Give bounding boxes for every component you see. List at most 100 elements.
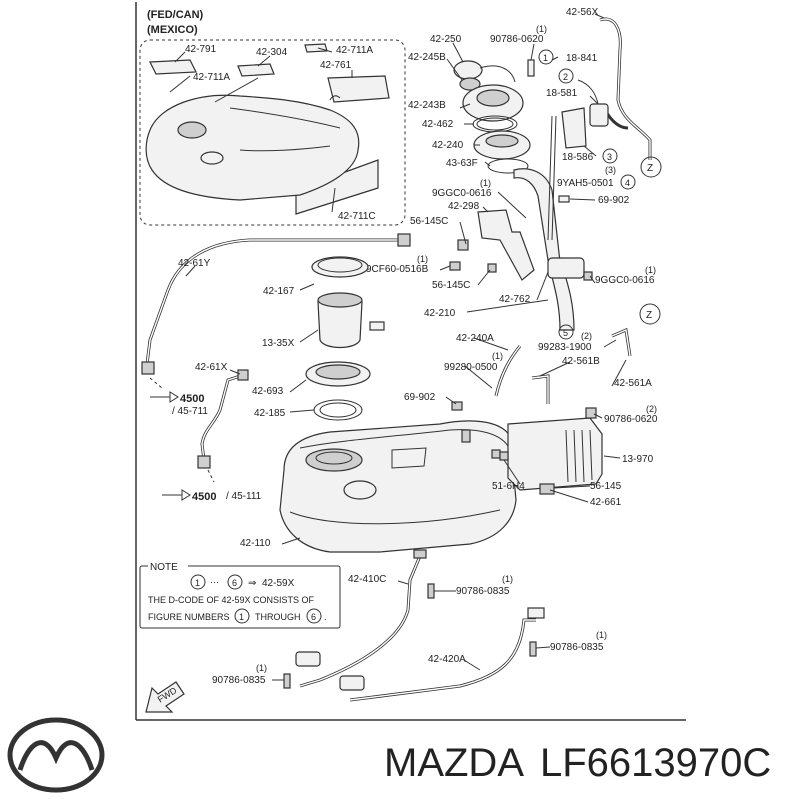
label-56-145c: 56-145C [410, 216, 448, 227]
label-42-167: 42-167 [263, 286, 295, 297]
label-42-661: 42-661 [590, 497, 622, 508]
label-42-61x: 42-61X [195, 362, 228, 373]
qty-99280: (1) [492, 351, 503, 361]
fuel-lines-left [141, 233, 411, 483]
label-42-110: 42-110 [240, 538, 271, 549]
label-42-304: 42-304 [256, 47, 288, 58]
label-42-298: 42-298 [448, 201, 480, 212]
label-90786-0835-b: 90786-0835 [550, 642, 604, 653]
inset-pads [149, 43, 390, 215]
part-number: LF6613970C [540, 741, 771, 785]
label-42-243b: 42-243B [408, 100, 446, 111]
label-42-210: 42-210 [424, 308, 456, 319]
label-13-970: 13-970 [622, 454, 654, 465]
label-9yah5-0501: 9YAH5-0501 [557, 178, 614, 189]
lines-leader-lines [185, 265, 241, 375]
label-42-711c: 42-711C [338, 211, 376, 222]
note-box [139, 560, 341, 629]
note-line3a: FIGURE NUMBERS [148, 612, 230, 622]
strap-leader-lines [272, 580, 551, 681]
label-90786-0835-c: 90786-0835 [212, 675, 266, 686]
circled-z-mid: Z [646, 310, 652, 321]
label-18-841: 18-841 [566, 53, 598, 64]
note-circled-6: 6 [232, 578, 237, 588]
label-90786-0620-mid: 90786-0620 [604, 414, 658, 425]
label-42-711a-top: 42-711A [336, 45, 373, 56]
label-42-762: 42-762 [499, 294, 531, 305]
qty-9ggc0-b: (1) [645, 265, 656, 275]
qty-0835-b: (1) [596, 630, 607, 640]
label-90786-0835-a: 90786-0835 [456, 586, 510, 597]
note-end: . [324, 612, 327, 622]
label-43-63f: 43-63F [446, 158, 478, 169]
fed-can-mexico-region [139, 39, 406, 226]
note-line3b: THROUGH [255, 612, 301, 622]
label-42-61y: 42-61Y [178, 258, 211, 269]
label-42-240a: 42-240A [456, 333, 494, 344]
note-title: NOTE [150, 562, 178, 573]
fwd-arrow-icon [145, 681, 185, 713]
qty-9cf60: (1) [417, 254, 428, 264]
brand-name: MAZDA [384, 741, 524, 785]
qty-90786-0620-top: (1) [536, 24, 547, 34]
label-18-581: 18-581 [546, 88, 578, 99]
circled-3: 3 [607, 152, 612, 162]
qty-99283: (2) [581, 331, 592, 341]
label-99283-1900: 99283-1900 [538, 342, 592, 353]
label-56-145: 56-145 [590, 481, 622, 492]
note-code: 42-59X [262, 578, 295, 589]
label-42-791: 42-791 [185, 44, 217, 55]
qty-9ggc0-top: (1) [480, 178, 491, 188]
ref-4500-b: 4500 [192, 491, 216, 503]
qty-0835-c: (1) [256, 663, 267, 673]
charcoal-canister [451, 327, 632, 495]
label-42-693: 42-693 [252, 386, 284, 397]
tank-straps [283, 549, 545, 702]
qty-9yah5: (3) [605, 165, 616, 175]
main-fuel-tank [279, 420, 517, 553]
note-circled-1: 1 [195, 578, 200, 588]
circled-2: 2 [563, 72, 568, 82]
label-42-240: 42-240 [432, 140, 464, 151]
label-42-250: 42-250 [430, 34, 462, 45]
filler-bracket [449, 209, 593, 281]
canister-leader-lines [445, 337, 627, 503]
label-42-420a: 42-420A [428, 654, 466, 665]
fuel-pump-unit [305, 256, 385, 421]
label-56-145c-b: 56-145C [432, 280, 470, 291]
label-51-6h4: 51-6H4 [492, 481, 525, 492]
note-circled-a: 1 [239, 612, 244, 622]
mazda-logo [7, 717, 105, 793]
qty-0835-a: (1) [502, 574, 513, 584]
label-9cf60-0516b: 9CF60-0516B [366, 264, 429, 275]
tank-leader-line [281, 537, 301, 545]
circled-1: 1 [543, 53, 548, 63]
label-69-902-top: 69-902 [598, 195, 630, 206]
header-fed-can: (FED/CAN) [147, 9, 204, 21]
circled-z-top: Z [647, 163, 653, 174]
note-line2: THE D-CODE OF 42-59X CONSISTS OF [148, 595, 315, 605]
label-9ggc0-0616-b: 9GGC0-0616 [595, 275, 655, 286]
label-69-902-mid: 69-902 [404, 392, 436, 403]
label-42-56x: 42-56X [566, 7, 599, 18]
filler-leader-lines [446, 42, 535, 167]
circled-4: 4 [625, 178, 630, 188]
label-42-245b: 42-245B [408, 52, 446, 63]
label-42-561a: 42-561A [614, 378, 652, 389]
qty-90786-0620-mid: (2) [646, 404, 657, 414]
note-arrow: ⇒ [248, 578, 256, 589]
circled-5: 5 [563, 328, 568, 338]
vapor-line-assembly [547, 17, 652, 241]
label-42-410c: 42-410C [348, 574, 386, 585]
circled-numbers [538, 49, 662, 340]
inset-leader-lines [169, 47, 353, 213]
label-42-185: 42-185 [254, 408, 286, 419]
ref-45-111: / 45-111 [226, 491, 262, 502]
ref-45-711: / 45-711 [172, 406, 208, 417]
label-90786-0620-top: 90786-0620 [490, 34, 544, 45]
label-9ggc0-0616-top: 9GGC0-0616 [432, 188, 492, 199]
ref-arrow-icon [150, 391, 191, 501]
label-42-761: 42-761 [320, 60, 352, 71]
label-42-561b: 42-561B [562, 356, 600, 367]
